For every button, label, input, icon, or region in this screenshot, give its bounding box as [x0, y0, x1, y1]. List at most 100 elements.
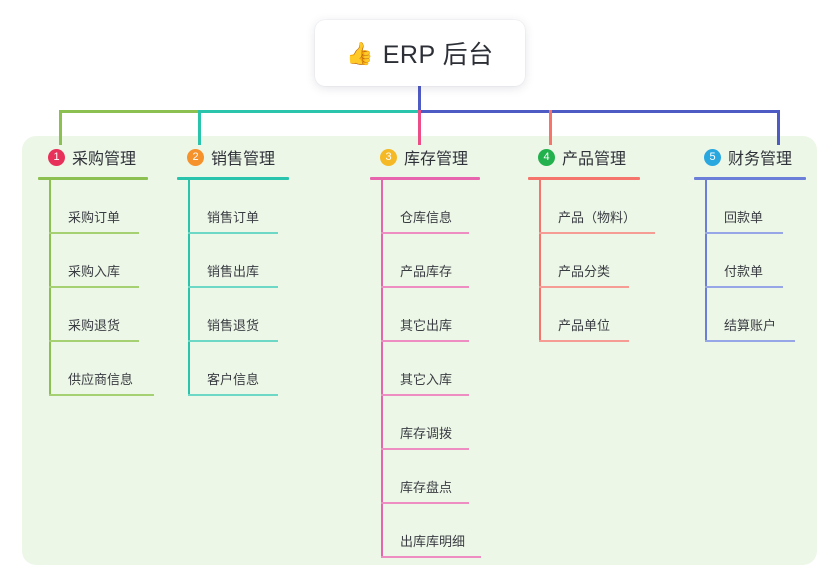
item-label: 库存盘点: [400, 480, 453, 495]
column-header-5[interactable]: 5 财务管理: [694, 145, 839, 169]
bus-segment-blue: [418, 110, 780, 113]
item-label: 客户信息: [207, 372, 260, 387]
item-label: 其它入库: [400, 372, 453, 387]
column-rule-4: [528, 177, 640, 180]
column-finance: 5 财务管理 回款单 付款单 结算账户: [694, 145, 839, 342]
drop-line-col-5: [777, 110, 780, 145]
list-item[interactable]: 仓库信息: [370, 180, 520, 234]
list-item[interactable]: 采购订单: [38, 180, 188, 234]
column-items-2: 销售订单 销售出库 销售退货 客户信息: [177, 180, 327, 396]
list-item[interactable]: 客户信息: [177, 342, 327, 396]
column-header-4[interactable]: 4 产品管理: [528, 145, 688, 169]
bus-segment-teal: [198, 110, 420, 113]
item-label: 其它出库: [400, 318, 453, 333]
root-trunk-line: [418, 86, 421, 112]
column-items-5: 回款单 付款单 结算账户: [694, 180, 839, 342]
item-rule: [188, 232, 278, 234]
item-rule: [49, 394, 154, 396]
column-items-4: 产品（物料） 产品分类 产品单位: [528, 180, 688, 342]
list-item[interactable]: 出库库明细: [370, 504, 520, 558]
column-sales: 2 销售管理 销售订单 销售出库 销售退货 客户信息: [177, 145, 327, 396]
column-rule-2: [177, 177, 289, 180]
item-rule: [705, 340, 795, 342]
item-rule: [49, 340, 139, 342]
column-header-1[interactable]: 1 采购管理: [38, 145, 188, 169]
item-rule: [381, 502, 469, 504]
column-header-3[interactable]: 3 库存管理: [370, 145, 520, 169]
column-rail-1: [49, 180, 51, 396]
item-rule: [381, 286, 469, 288]
drop-line-col-3: [418, 110, 421, 145]
list-item[interactable]: 回款单: [694, 180, 839, 234]
item-label: 供应商信息: [68, 372, 134, 387]
item-label: 采购退货: [68, 318, 121, 333]
item-label: 库存调拨: [400, 426, 453, 441]
item-rule: [705, 232, 783, 234]
item-label: 销售出库: [207, 264, 260, 279]
item-label: 销售退货: [207, 318, 260, 333]
column-items-1: 采购订单 采购入库 采购退货 供应商信息: [38, 180, 188, 396]
item-label: 采购订单: [68, 210, 121, 225]
bus-segment-green: [59, 110, 200, 113]
item-rule: [539, 340, 629, 342]
item-rule: [705, 286, 783, 288]
drop-line-col-1: [59, 110, 62, 145]
column-items-3: 仓库信息 产品库存 其它出库 其它入库 库存调拨 库存盘点: [370, 180, 520, 558]
list-item[interactable]: 产品分类: [528, 234, 688, 288]
column-badge-5: 5: [704, 148, 721, 166]
item-label: 产品单位: [558, 318, 611, 333]
list-item[interactable]: 销售退货: [177, 288, 327, 342]
list-item[interactable]: 产品单位: [528, 288, 688, 342]
list-item[interactable]: 库存盘点: [370, 450, 520, 504]
column-rule-5: [694, 177, 806, 180]
column-title-2: 销售管理: [211, 151, 276, 168]
item-label: 产品分类: [558, 264, 611, 279]
item-label: 销售订单: [207, 210, 260, 225]
column-badge-1: 1: [48, 148, 65, 166]
list-item[interactable]: 其它入库: [370, 342, 520, 396]
column-header-2[interactable]: 2 销售管理: [177, 145, 327, 169]
root-node-card[interactable]: 👍 ERP 后台: [315, 20, 525, 86]
column-rail-2: [188, 180, 190, 396]
item-rule: [539, 232, 655, 234]
item-label: 仓库信息: [400, 210, 453, 225]
column-product: 4 产品管理 产品（物料） 产品分类 产品单位: [528, 145, 688, 342]
column-title-4: 产品管理: [562, 151, 627, 168]
column-inventory: 3 库存管理 仓库信息 产品库存 其它出库 其它入库 库存调拨: [370, 145, 520, 558]
item-rule: [381, 556, 481, 558]
list-item[interactable]: 销售订单: [177, 180, 327, 234]
item-rule: [381, 448, 469, 450]
list-item[interactable]: 结算账户: [694, 288, 839, 342]
item-label: 付款单: [724, 264, 764, 279]
list-item[interactable]: 其它出库: [370, 288, 520, 342]
column-badge-4: 4: [538, 148, 555, 166]
column-title-5: 财务管理: [728, 151, 793, 168]
thumbs-up-icon: 👍: [346, 41, 374, 66]
column-rail-3: [381, 180, 383, 558]
column-badge-3: 3: [380, 148, 397, 166]
diagram-panel: [22, 136, 817, 565]
item-label: 采购入库: [68, 264, 121, 279]
list-item[interactable]: 付款单: [694, 234, 839, 288]
list-item[interactable]: 库存调拨: [370, 396, 520, 450]
item-rule: [381, 340, 469, 342]
column-title-3: 库存管理: [404, 151, 469, 168]
column-rail-5: [705, 180, 707, 342]
list-item[interactable]: 供应商信息: [38, 342, 188, 396]
list-item[interactable]: 采购退货: [38, 288, 188, 342]
list-item[interactable]: 采购入库: [38, 234, 188, 288]
item-rule: [188, 286, 278, 288]
item-rule: [381, 394, 469, 396]
list-item[interactable]: 产品库存: [370, 234, 520, 288]
column-title-1: 采购管理: [72, 151, 137, 168]
item-label: 产品（物料）: [558, 210, 637, 225]
list-item[interactable]: 销售出库: [177, 234, 327, 288]
column-purchasing: 1 采购管理 采购订单 采购入库 采购退货 供应商信息: [38, 145, 188, 396]
item-label: 产品库存: [400, 264, 453, 279]
item-label: 结算账户: [724, 318, 777, 333]
column-rail-4: [539, 180, 541, 342]
list-item[interactable]: 产品（物料）: [528, 180, 688, 234]
root-node-label: ERP 后台: [382, 41, 494, 69]
item-rule: [49, 232, 139, 234]
